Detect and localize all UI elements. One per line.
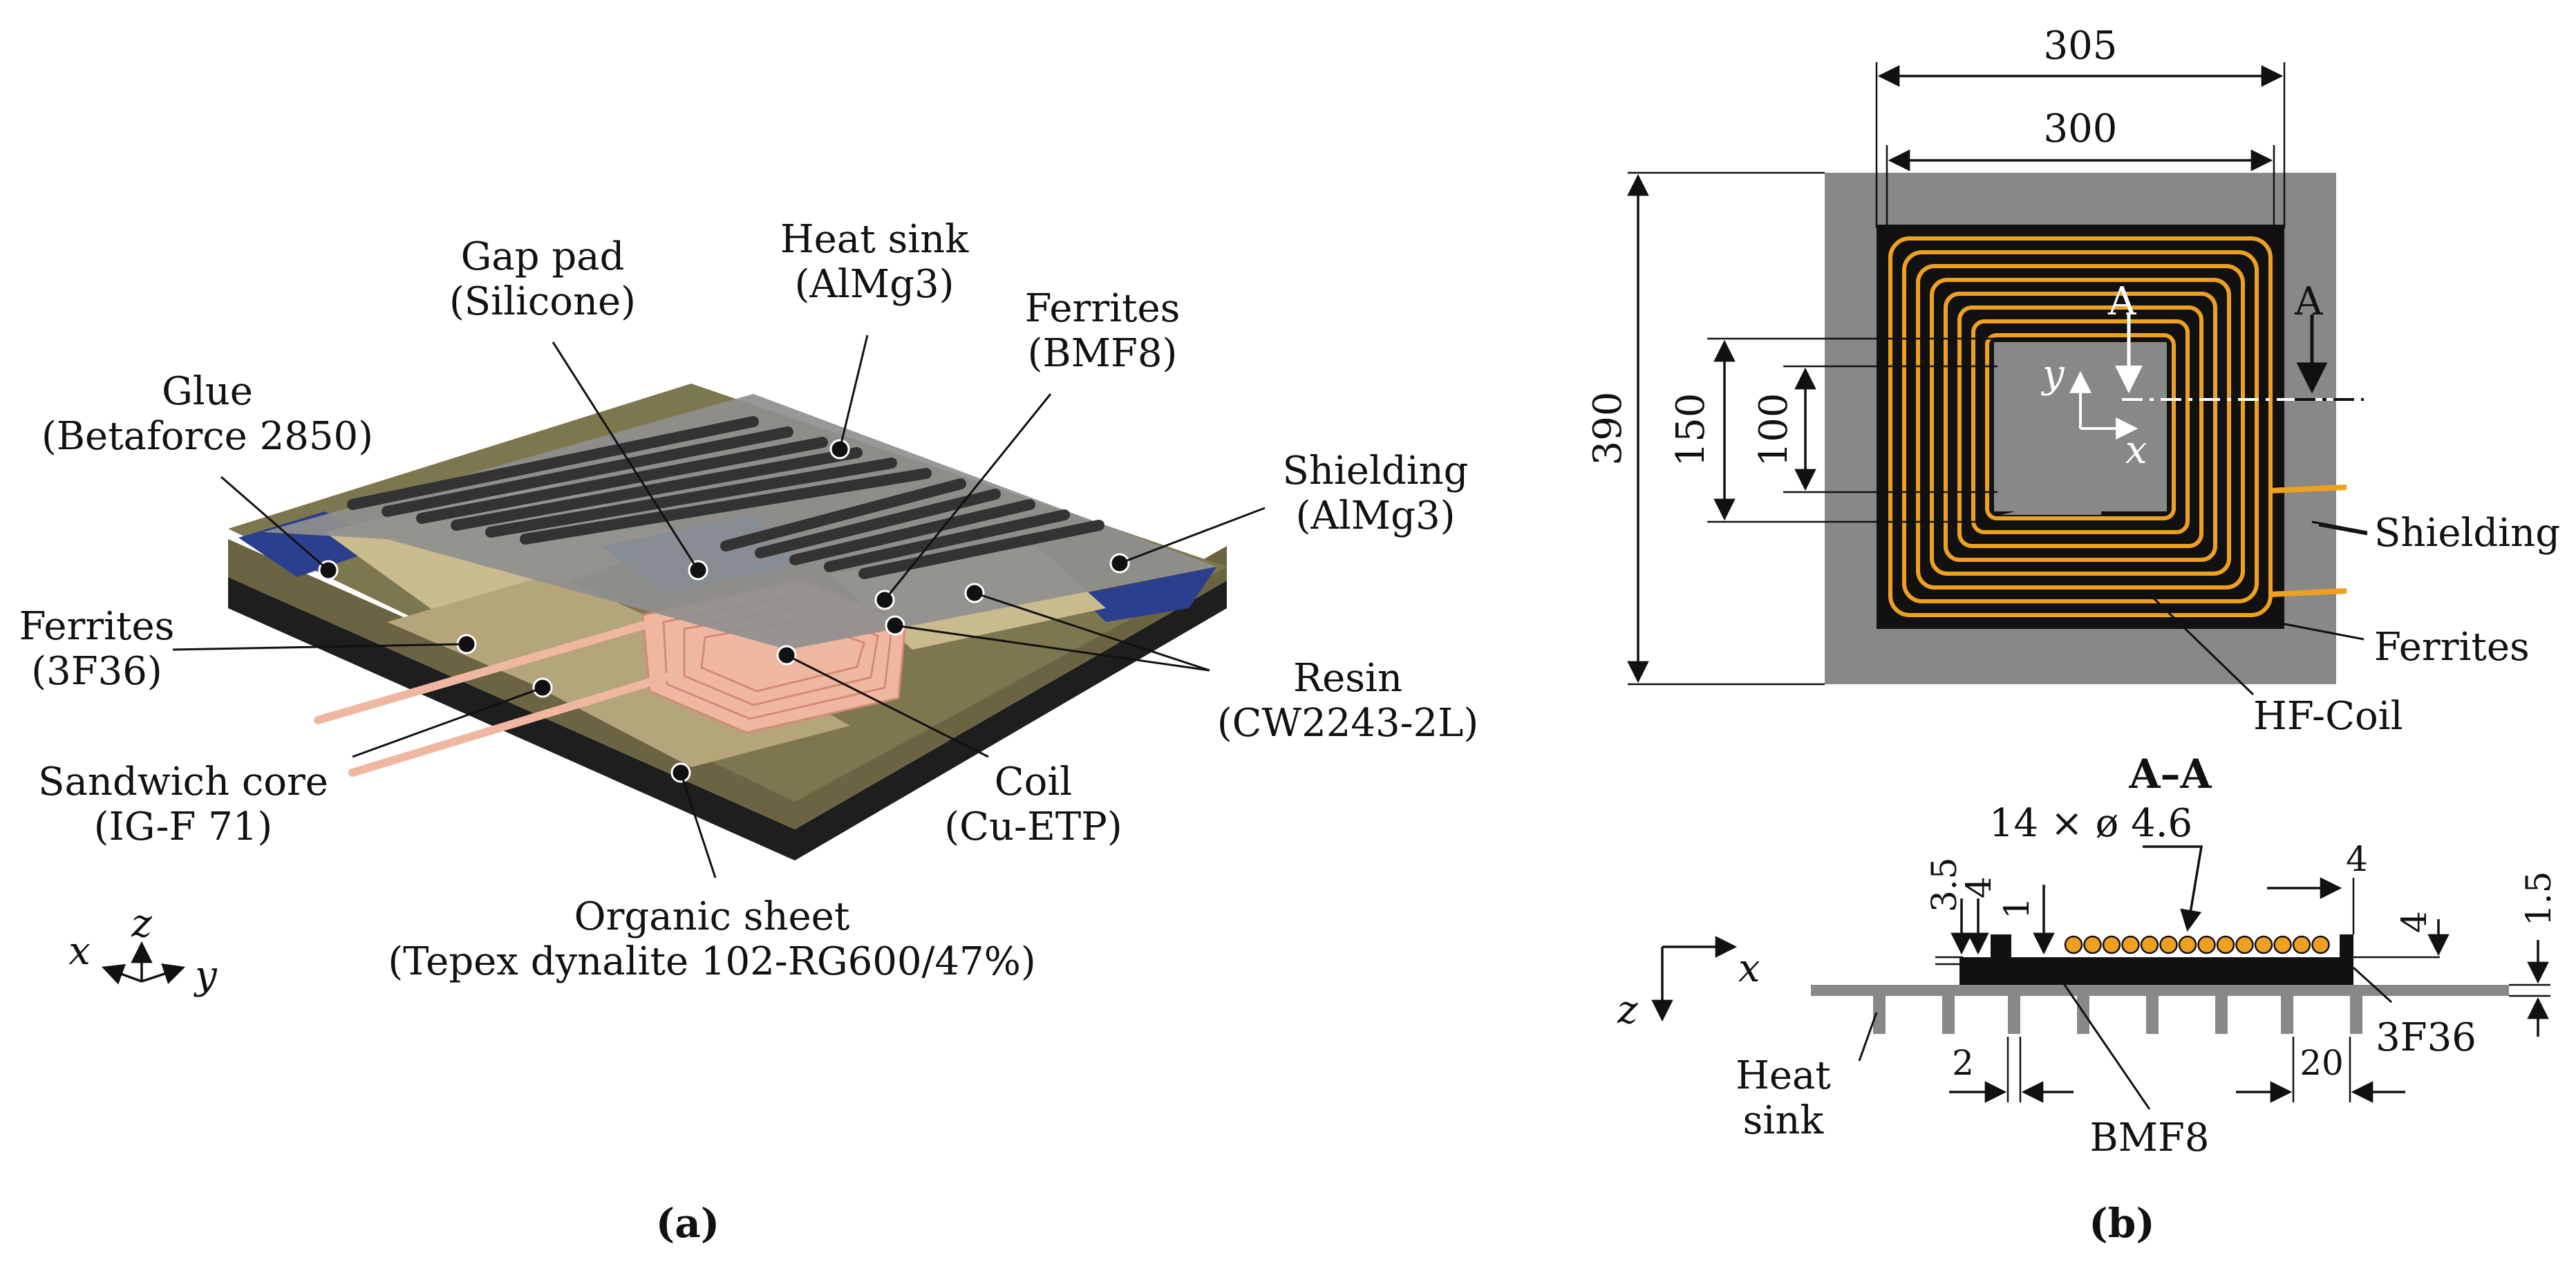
label-gap-pad-material: (Silicone) <box>449 279 636 324</box>
caption-a: (a) <box>656 1200 720 1247</box>
label-glue-material: (Betaforce 2850) <box>41 414 373 459</box>
label-gap-pad: Gap pad <box>461 234 625 279</box>
label-organic-sheet: Organic sheet <box>574 894 850 939</box>
label-sandwich-core-material: (IG-F 71) <box>94 804 272 849</box>
dim-15: 1.5 <box>2519 871 2559 926</box>
label-heat-sink-b-2: sink <box>1743 1098 1825 1143</box>
heat-sink-fins <box>347 416 1104 579</box>
label-hf-coil: HF-Coil <box>2253 694 2403 739</box>
label-ferrites-side-material: (3F36) <box>31 649 162 694</box>
axis-x-label: x <box>68 929 91 974</box>
coil-lead-1 <box>314 621 647 724</box>
wire-cross-section <box>2254 935 2273 954</box>
wire-cross-section <box>2235 935 2254 954</box>
section-title: A–A <box>2128 751 2212 798</box>
wire-cross-section <box>2102 935 2121 954</box>
section-axis-z: z <box>1617 988 1638 1033</box>
section-view <box>1811 934 2509 1034</box>
label-ferrites-top: Ferrites <box>1025 286 1181 331</box>
wire-cross-section <box>2178 935 2197 954</box>
label-shielding-b: Shielding <box>2374 511 2560 556</box>
label-3f36: 3F36 <box>2376 1015 2476 1060</box>
label-heat-sink: Heat sink <box>780 217 969 262</box>
label-organic-sheet-material: (Tepex dynalite 102-RG600/47%) <box>388 939 1035 984</box>
coil-lead-top <box>2270 484 2347 493</box>
wire-cross-section <box>2292 935 2311 954</box>
wire-cross-section <box>2273 935 2292 954</box>
coil-lead-bottom <box>2270 588 2347 597</box>
axis-triad-a: z x y <box>68 901 218 998</box>
dimension-150: 150 <box>1668 337 1997 523</box>
axis-z-label: z <box>131 901 152 946</box>
label-shielding: Shielding <box>1282 449 1468 493</box>
coil-windings <box>1888 236 2273 617</box>
organic-sheet <box>228 539 1227 829</box>
label-heat-sink-b: Heat <box>1736 1053 1831 1098</box>
label-glue: Glue <box>162 369 253 414</box>
dim-150-label: 150 <box>1668 393 1713 467</box>
leader-lines <box>172 335 1266 878</box>
label-bmf8: BMF8 <box>2090 1115 2210 1160</box>
axis-y-label: y <box>193 953 218 998</box>
dim-4-right: 4 <box>2394 911 2434 933</box>
dim-2: 2 <box>1952 1043 1974 1083</box>
label-coil: Coil <box>995 760 1072 804</box>
panel-b: A A y x 305 300 390 <box>1586 23 2560 1247</box>
label-resin: Resin <box>1293 656 1402 701</box>
panel-a: Heat sink (AlMg3) Gap pad (Silicone) Fer… <box>19 217 1479 1247</box>
wire-cross-section <box>2311 935 2330 954</box>
wire-cross-section <box>2121 935 2140 954</box>
top-axis-x-label: x <box>2125 428 2147 473</box>
wire-spec: 14 × ø 4.6 <box>1989 801 2192 846</box>
dim-20: 20 <box>2300 1043 2344 1083</box>
dimension-100: 100 <box>1751 365 1997 493</box>
label-resin-material: (CW2243-2L) <box>1217 701 1478 746</box>
label-ferrites-top-material: (BMF8) <box>1028 331 1178 376</box>
dim-4-top: 4 <box>2346 839 2368 879</box>
dimension-305: 305 <box>1875 23 2286 228</box>
wire-cross-section <box>2064 935 2083 954</box>
label-coil-material: (Cu-ETP) <box>944 804 1122 849</box>
dim-35: 3.5 <box>1924 857 1964 912</box>
dimension-390: 390 <box>1586 171 1825 686</box>
section-axis-x: x <box>1738 946 1760 991</box>
coil-wire-cross-sections <box>2064 935 2330 954</box>
label-shielding-material: (AlMg3) <box>1296 493 1456 538</box>
section-mark-a-left: A <box>2107 279 2136 324</box>
dim-1: 1 <box>1997 897 2037 919</box>
device-3d-render <box>228 384 1227 860</box>
label-ferrites-side: Ferrites <box>19 604 175 649</box>
label-ferrites-b: Ferrites <box>2374 625 2530 670</box>
top-axis-y-label: y <box>2040 352 2065 397</box>
wire-cross-section <box>2140 935 2159 954</box>
coil-lead-2 <box>348 670 681 777</box>
label-heat-sink-material: (AlMg3) <box>795 262 955 307</box>
wire-cross-section <box>2159 935 2178 954</box>
dim-100-label: 100 <box>1751 393 1796 467</box>
wire-cross-section <box>2083 935 2102 954</box>
dim-390-label: 390 <box>1586 392 1630 466</box>
caption-b: (b) <box>2089 1200 2154 1247</box>
section-mark-a-right: A <box>2294 279 2323 324</box>
wire-cross-section <box>2216 935 2235 954</box>
base-layer <box>228 577 1227 860</box>
dim-4-left: 4 <box>1959 876 1999 898</box>
dimension-300: 300 <box>1886 106 2275 228</box>
dim-305-label: 305 <box>2044 23 2118 68</box>
glue-right <box>1078 567 1216 622</box>
dim-300-label: 300 <box>2044 106 2118 151</box>
label-sandwich-core: Sandwich core <box>38 760 328 804</box>
wire-cross-section <box>2197 935 2216 954</box>
